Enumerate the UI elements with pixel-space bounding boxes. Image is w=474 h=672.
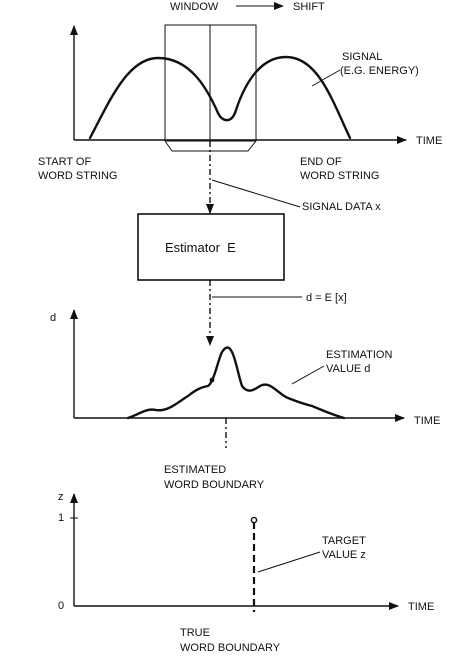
estimator-box [137, 213, 285, 281]
middle-y-label: d [50, 312, 56, 324]
window-label: WINDOW [170, 1, 219, 13]
bottom-y-label: z [58, 491, 64, 503]
estimation-leader [291, 365, 325, 385]
target-leader [257, 551, 321, 573]
bottom-time-label: TIME [408, 601, 434, 613]
end-label-line2: WORD STRING [300, 170, 379, 182]
signal-label-line2: (E.G. ENERGY) [340, 65, 419, 77]
estimator-label: Estimator E [165, 240, 236, 255]
middle-time-label: TIME [414, 415, 440, 427]
tick-one-label: 1 [58, 512, 64, 524]
target-impulse-head [250, 516, 258, 524]
tick-zero-label: 0 [58, 600, 64, 612]
shift-label: SHIFT [293, 1, 325, 13]
signal-label-line1: SIGNAL [342, 51, 382, 63]
estimation-label-line1: ESTIMATION [326, 349, 392, 361]
signal-data-label: SIGNAL DATA x [302, 201, 381, 213]
start-label-line2: WORD STRING [38, 170, 117, 182]
target-label-line2: VALUE z [322, 549, 366, 561]
estimation-point [209, 377, 215, 383]
estimated-label-line2: WORD BOUNDARY [164, 479, 265, 491]
start-label-line1: START OF [38, 156, 91, 168]
estimation-label-line2: VALUE d [326, 363, 370, 375]
estimated-label-line1: ESTIMATED [164, 464, 226, 476]
d-formula-label: d = E [x] [306, 292, 347, 304]
signal-leader [311, 69, 341, 87]
true-label-line1: TRUE [180, 627, 210, 639]
target-label-line1: TARGET [322, 535, 366, 547]
signal-curve [88, 55, 352, 140]
true-label-line2: WORD BOUNDARY [180, 642, 281, 654]
end-label-line1: END OF [300, 156, 342, 168]
top-time-label: TIME [416, 135, 442, 147]
signal-data-leader [211, 179, 301, 208]
estimation-curve [126, 346, 346, 420]
